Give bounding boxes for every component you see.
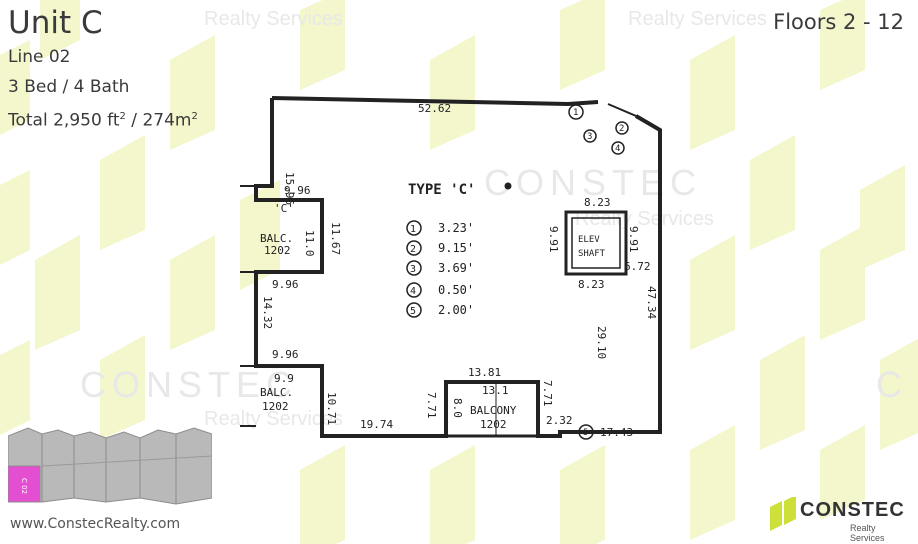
callout-5: 5 [583,428,588,438]
dim-99: 9.9 [274,372,294,385]
c-mark: 'C' [274,202,294,215]
dim-1743: 17.43 [600,426,633,439]
svg-text:2: 2 [410,244,416,255]
svg-text:2.00': 2.00' [438,303,474,317]
watermark-brand-fragment: C [876,364,908,405]
dim-996: 9.96 [284,184,311,197]
unit-bed-bath: 3 Bed / 4 Bath [8,77,130,97]
svg-text:3.69': 3.69' [438,261,474,275]
watermark-subtitle: Realty Services [628,8,767,30]
legend-item-3: 3 3.69' [406,260,474,276]
balc-label: BALC. [260,232,293,245]
callout-1: 1 [573,108,578,118]
floor-plan: 52.62 15.96 9.96 'C' BALC. 1202 11.0 11.… [240,96,662,440]
plan-outline [254,98,662,438]
unit-line: Line 02 [8,47,71,67]
dim-1432: 14.32 [261,296,274,329]
balcony-label: BALCONY [470,404,517,417]
elev-label-top: ELEV [578,235,600,245]
dim-1167: 11.67 [329,222,342,255]
dim-771a: 7.71 [425,392,438,419]
dim-771b: 7.71 [541,380,554,407]
dim-110: 11.0 [303,230,316,257]
dim-672: 6.72 [624,260,651,273]
dim-991a: 9.91 [547,226,560,253]
balc-num-2: 1202 [262,400,289,413]
watermark-subtitle: Realty Services [204,408,343,430]
dim-991b: 9.91 [627,226,640,253]
dim-996b: 9.96 [272,278,299,291]
callout-4: 4 [615,144,620,154]
dim-1974: 19.74 [360,418,393,431]
unit-title: Unit C [8,5,103,41]
legend-item-4: 4 0.50' [406,282,474,298]
svg-text:5: 5 [410,306,416,317]
dim-131: 13.1 [482,384,509,397]
dim-80: 8.0 [451,398,464,418]
dim-1381: 13.81 [468,366,501,379]
balcony-outline [444,380,540,438]
svg-text:0.50': 0.50' [438,283,474,297]
unit-total-area: Total 2,950 ft2 / 274m2 [8,110,198,131]
keymap-unit-highlight [8,465,41,503]
floors-range: Floors 2 - 12 [773,10,904,34]
svg-text:1: 1 [410,224,416,235]
legend-item-5: 5 2.00' [406,302,474,318]
balcony-num: 1202 [480,418,507,431]
dim-996c: 9.96 [272,348,299,361]
callout-3: 3 [587,132,592,142]
svg-text:4: 4 [410,286,416,297]
keymap-unit-label: C 02 [20,478,28,494]
svg-text:3.23': 3.23' [438,221,474,235]
legend-item-2: 2 9.15' [406,240,474,256]
dim-232: 2.32 [546,414,573,427]
elev-label-bottom: SHAFT [578,249,606,259]
legend-item-1: 1 3.23' [406,220,474,236]
building-keymap: C 02 [8,427,212,505]
type-label: TYPE 'C' [408,182,475,198]
dim-823a: 8.23 [584,196,611,209]
balc-num: 1202 [264,244,291,257]
watermark-brand: CONSTEC [80,364,299,405]
svg-text:3: 3 [410,264,416,275]
callout-2: 2 [619,124,624,134]
dim-823b: 8.23 [578,278,605,291]
dim-left-upper: 15.96 [283,172,296,205]
logo-name: CONSTEC [800,499,905,521]
watermark-subtitle: Realty Services [204,8,343,30]
balc-label-2: BALC. [260,386,293,399]
dim-2910: 29.10 [595,326,608,359]
website-link[interactable]: www.ConstecRealty.com [10,516,181,532]
logo-subtitle: Realty Services [850,523,885,543]
elevator-shaft [564,210,628,276]
dim-4734: 47.34 [645,286,658,319]
svg-text:9.15': 9.15' [438,241,474,255]
constec-logo-icon [770,497,796,531]
dim-1071: 10.71 [325,392,338,425]
dim-top: 52.62 [418,102,451,115]
unit-info: Unit C Line 02 3 Bed / 4 Bath Total 2,95… [8,4,198,136]
constec-logo: CONSTEC Realty Services [768,497,908,543]
